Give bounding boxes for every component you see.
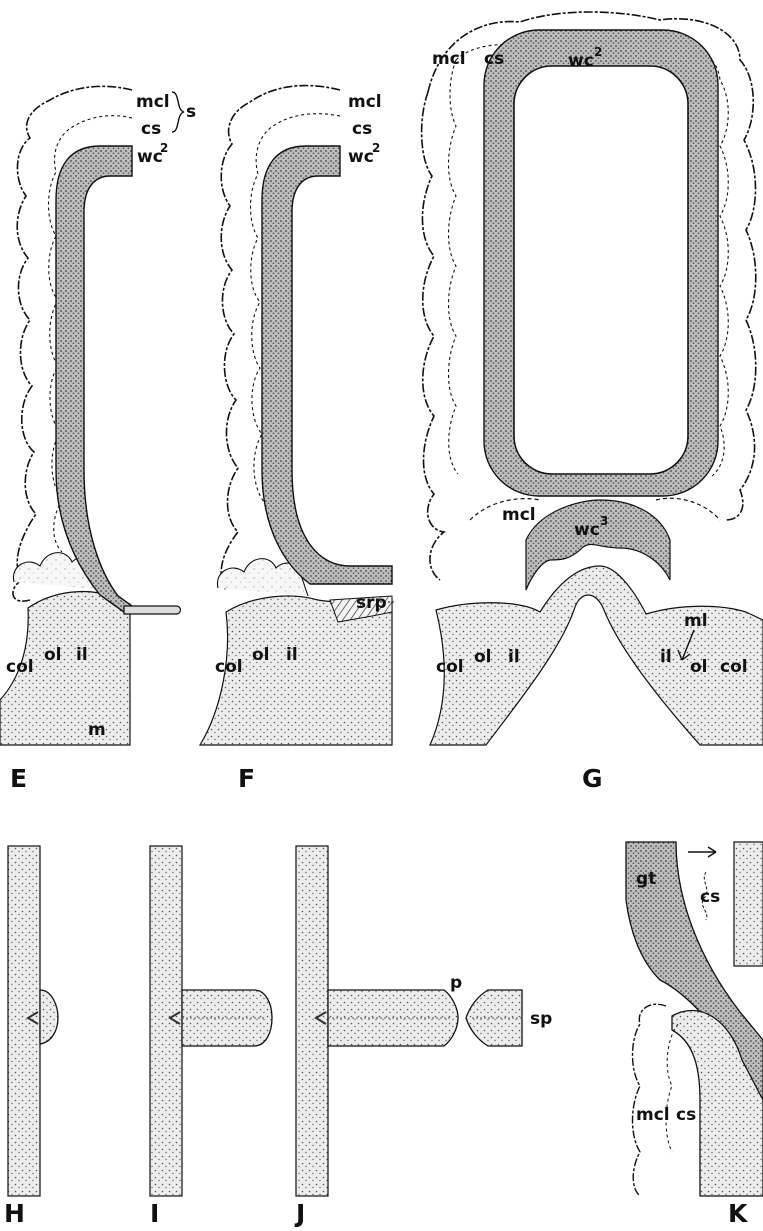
panel-e-label-s: s — [186, 102, 196, 122]
panel-g-label-ol-left: ol — [474, 647, 492, 667]
panel-i-letter: I — [150, 1199, 159, 1228]
panel-f-label-cs: cs — [352, 119, 372, 139]
panel-g-label-col-right: col — [720, 657, 748, 677]
panel-g-label-wc2-sup: 2 — [594, 45, 602, 59]
panel-f-label-wc: wc — [348, 147, 374, 167]
panel-k-label-gt: gt — [636, 869, 656, 889]
panel-f-label-col: col — [215, 657, 243, 677]
panel-e-label-il: il — [76, 645, 88, 665]
panel-e: mcl cs s wc 2 col ol il m E — [0, 0, 196, 793]
panel-k-label-cs: cs — [676, 1105, 696, 1125]
panel-e-label-ol: ol — [44, 645, 62, 665]
panel-g-label-mcl-top: mcl — [432, 49, 466, 69]
panel-g-label-mcl-mid: mcl — [502, 505, 536, 525]
panel-j-wall — [296, 846, 328, 1196]
panel-g-label-ol-right: ol — [690, 657, 708, 677]
panel-h: H — [4, 846, 58, 1228]
panel-j: p sp J — [294, 846, 552, 1228]
panel-e-label-cs: cs — [141, 119, 161, 139]
panel-g-label-cs: cs — [484, 49, 504, 69]
panel-g-lumen — [514, 66, 688, 474]
panel-h-letter: H — [4, 1199, 25, 1228]
panel-e-label-wc-sup: 2 — [160, 141, 168, 155]
panel-k-cs-outline — [666, 1024, 678, 1152]
panel-f: mcl cs wc 2 srp col ol il F — [200, 86, 394, 793]
panel-k-inset-wall — [734, 842, 763, 966]
panel-g-label-wc2: wc — [568, 51, 594, 71]
panel-k-label-cs-inset: cs — [700, 887, 720, 907]
panel-g-letter: G — [582, 764, 603, 793]
panel-k-letter: K — [728, 1199, 749, 1228]
panel-e-label-col: col — [6, 657, 34, 677]
panel-f-label-mcl: mcl — [348, 92, 382, 112]
panel-i: I — [150, 846, 272, 1228]
panel-k-mcl-outline — [633, 1004, 667, 1196]
panel-e-label-wc: wc — [137, 147, 163, 167]
panel-e-letter: E — [10, 764, 27, 793]
panel-g-label-il-right: il — [660, 647, 672, 667]
panel-e-label-m: m — [88, 720, 106, 740]
panel-f-label-il: il — [286, 645, 298, 665]
panel-g-mcl-outline-left — [422, 92, 444, 580]
panel-f-letter: F — [238, 764, 255, 793]
panel-k: gt cs mcl cs K — [626, 842, 763, 1228]
panel-e-label-mcl: mcl — [136, 92, 170, 112]
panel-i-wall — [150, 846, 182, 1196]
panel-g-label-wc3: wc — [574, 520, 600, 540]
panel-j-label-sp: sp — [530, 1009, 552, 1029]
panel-h-wall — [8, 846, 40, 1196]
panel-g-label-wc3-sup: 3 — [600, 514, 608, 528]
panel-k-label-mcl: mcl — [636, 1105, 670, 1125]
panel-f-label-srp: srp — [356, 593, 387, 613]
panel-g-label-il-left: il — [508, 647, 520, 667]
panel-f-label-wc-sup: 2 — [372, 141, 380, 155]
panel-g-label-ml: ml — [684, 611, 708, 631]
panel-e-wall-wc2 — [56, 146, 132, 612]
panel-k-inset-arrow — [688, 847, 716, 857]
panel-g-label-col-left: col — [436, 657, 464, 677]
panel-e-septum — [124, 606, 181, 614]
panel-j-letter: J — [294, 1199, 305, 1228]
panel-f-label-ol: ol — [252, 645, 270, 665]
panel-e-brace — [172, 92, 184, 132]
panel-g: mcl cs wc 2 mcl wc 3 ml col ol il il ol … — [422, 12, 763, 793]
panel-f-wall-wc2 — [262, 146, 392, 584]
panel-h-bulge — [40, 990, 58, 1044]
panel-j-label-p: p — [450, 973, 462, 993]
